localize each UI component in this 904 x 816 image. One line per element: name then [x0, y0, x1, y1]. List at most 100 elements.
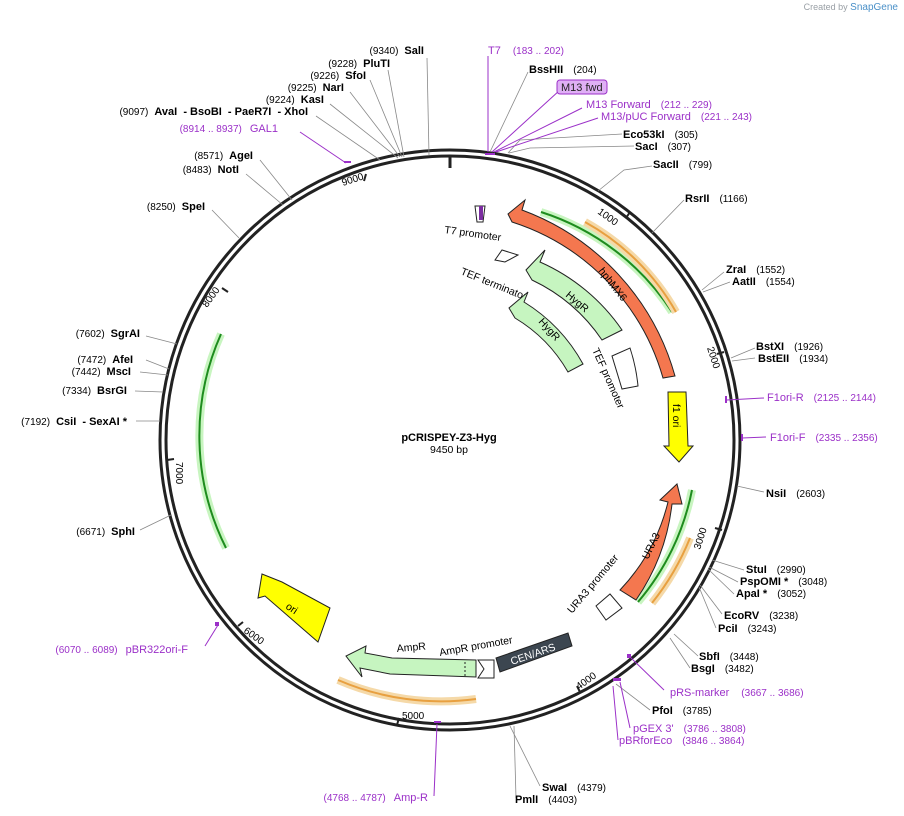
- primer-pbrforeco[interactable]: pBRforEco(3846 .. 3864): [619, 735, 744, 747]
- enzyme-rsrii[interactable]: RsrII(1166): [685, 193, 748, 205]
- primer-f1ori-r[interactable]: F1ori-R(2125 .. 2144): [767, 392, 876, 404]
- enzyme-agei[interactable]: (8571)AgeI: [194, 150, 253, 162]
- leader-stui: [711, 559, 745, 571]
- enzyme-nsii[interactable]: NsiI(2603): [766, 488, 825, 500]
- primer-m13fwd[interactable]: M13 fwd: [561, 82, 603, 94]
- primer-line-m13forward: [493, 107, 583, 153]
- enzyme-kasi[interactable]: (9224)KasI: [266, 94, 324, 106]
- enzyme-noti[interactable]: (8483)NotI: [183, 164, 239, 176]
- tick-1000: [625, 211, 631, 219]
- primer-prs-marker[interactable]: pRS-marker(3667 .. 3686): [670, 687, 804, 699]
- enzyme-avai-xhoi[interactable]: (9097)AvaI - BsoBI - PaeR7I - XhoI: [119, 106, 308, 118]
- leader-sphi: [139, 514, 172, 531]
- leader-sali: [426, 57, 430, 156]
- enzyme-bsshii[interactable]: BssHII(204): [529, 64, 597, 76]
- primer-mark-ampr: [434, 721, 441, 723]
- ura3-arrow[interactable]: [619, 483, 683, 601]
- primer-gal1[interactable]: (8914 .. 8937)GAL1: [180, 123, 278, 135]
- primer-mark-pbr322: [215, 622, 219, 626]
- leader-bsteii: [731, 357, 756, 362]
- leader-spei: [211, 209, 240, 239]
- primer-line-pbr322: [204, 624, 219, 647]
- leader-pcii: [698, 586, 717, 629]
- enzyme-stui[interactable]: StuI(2990): [746, 564, 806, 576]
- ampr-promoter-arrow[interactable]: [477, 659, 495, 679]
- f1-ori-label: f1 ori: [670, 404, 682, 427]
- leader-pmli: [513, 725, 517, 799]
- plasmid-name: pCRISPEY-Z3-Hyg: [401, 432, 496, 444]
- enzyme-swai[interactable]: SwaI(4379): [542, 782, 606, 794]
- tef-terminator-arrow[interactable]: [494, 249, 520, 263]
- hphmx6-arrow[interactable]: [507, 198, 676, 379]
- enzyme-afei[interactable]: (7472)AfeI: [77, 354, 133, 366]
- leader-bsgi: [669, 637, 691, 669]
- m13-fwd-box[interactable]: [556, 79, 608, 95]
- enzyme-pcii[interactable]: PciI(3243): [718, 623, 776, 635]
- enzyme-zrai[interactable]: ZraI(1552): [726, 264, 785, 276]
- primer-f1ori-f[interactable]: F1ori-F(2335 .. 2356): [770, 432, 878, 444]
- enzyme-spei[interactable]: (8250)SpeI: [147, 201, 205, 213]
- enzyme-bsrgi[interactable]: (7334)BsrGI: [62, 385, 127, 397]
- leader-rsrii: [651, 199, 685, 234]
- primer-mark-pgex: [613, 678, 621, 681]
- enzyme-pluti[interactable]: (9228)PluTI: [328, 58, 390, 70]
- leader-saci: [508, 145, 635, 154]
- primer-mark-prs: [627, 654, 631, 658]
- ampr-arrow[interactable]: [345, 645, 477, 678]
- enzyme-eco53ki[interactable]: Eco53kI(305): [623, 129, 698, 141]
- leader-noti: [245, 173, 284, 206]
- ura3-promoter-arrow[interactable]: [595, 593, 623, 621]
- tef-terminator-label: TEF terminator: [459, 266, 529, 304]
- enzyme-aatii[interactable]: AatII(1554): [732, 276, 795, 288]
- enzyme-sgrai[interactable]: (7602)SgrAI: [76, 328, 140, 340]
- tick-label-9000: 9000: [341, 171, 366, 188]
- primer-mark-f1r: [725, 396, 727, 403]
- leader-nsii: [736, 485, 765, 493]
- ori-label: ori: [283, 601, 299, 617]
- leader-ecorv: [699, 584, 723, 615]
- enzyme-sphi[interactable]: (6671)SphI: [76, 526, 135, 538]
- cen-ars-box[interactable]: [495, 632, 573, 673]
- enzyme-sfoi[interactable]: (9226)SfoI: [310, 70, 366, 82]
- enzyme-saci[interactable]: SacI(307): [635, 141, 691, 153]
- tick-9000: [363, 173, 367, 182]
- enzyme-msci[interactable]: (7442)MscI: [72, 366, 131, 378]
- enzyme-pmli[interactable]: PmlI(4403): [515, 794, 577, 806]
- enzyme-pspomi[interactable]: PspOMI *(3048): [740, 576, 827, 588]
- enzyme-sacii[interactable]: SacII(799): [653, 159, 712, 171]
- primer-line-gal1: [299, 131, 347, 164]
- tick-label-7000: 7000: [173, 462, 184, 485]
- leader-sacii: [597, 165, 653, 192]
- leader-nari: [349, 91, 401, 158]
- primer-pbr322ori-f[interactable]: (6070 .. 6089)pBR322ori-F: [55, 644, 188, 656]
- primer-line-m13fwd: [491, 89, 561, 153]
- primer-m13forward[interactable]: M13 Forward(212 .. 229): [586, 99, 712, 111]
- enzyme-pfoi[interactable]: PfoI(3785): [652, 705, 712, 717]
- leader-sfoi: [369, 79, 403, 158]
- plasmid-size: 9450 bp: [430, 444, 468, 456]
- feature-group: hphMX6 T7 promoter TEF terminator HygR H…: [195, 198, 696, 706]
- enzyme-ecorv[interactable]: EcoRV(3238): [724, 610, 798, 622]
- primer-m13puc[interactable]: M13/pUC Forward(221 .. 243): [601, 111, 752, 123]
- ori-arrow[interactable]: [257, 573, 331, 643]
- enzyme-bstxi[interactable]: BstXI(1926): [756, 341, 823, 353]
- primer-mark-top: [485, 153, 495, 155]
- enzyme-nari[interactable]: (9225)NarI: [288, 82, 344, 94]
- tef-promoter-arrow[interactable]: [611, 347, 639, 390]
- f1-ori-arrow[interactable]: [662, 391, 695, 463]
- enzyme-csii-sexai[interactable]: (7192)CsiI - SexAI *: [21, 416, 128, 428]
- enzyme-bsteii[interactable]: BstEII(1934): [758, 353, 828, 365]
- primer-pgex[interactable]: pGEX 3'(3786 .. 3808): [633, 723, 746, 735]
- hygr-outer-arrow[interactable]: [525, 249, 623, 341]
- enzyme-bsgi[interactable]: BsgI(3482): [691, 663, 754, 675]
- primer-t7[interactable]: T7(183 .. 202): [488, 45, 564, 57]
- tick-7000: [166, 458, 175, 461]
- orf-amp-glow: [336, 676, 477, 706]
- hygr-inner-arrow[interactable]: [508, 291, 584, 373]
- leader-pluti: [387, 69, 405, 158]
- primer-amp-r[interactable]: (4768 .. 4787)Amp-R: [324, 792, 429, 804]
- enzyme-sali[interactable]: (9340)SalI: [370, 45, 424, 57]
- primer-line-ampr: [433, 723, 438, 797]
- enzyme-sbfi[interactable]: SbfI(3448): [699, 651, 759, 663]
- enzyme-apai[interactable]: ApaI *(3052): [736, 588, 806, 600]
